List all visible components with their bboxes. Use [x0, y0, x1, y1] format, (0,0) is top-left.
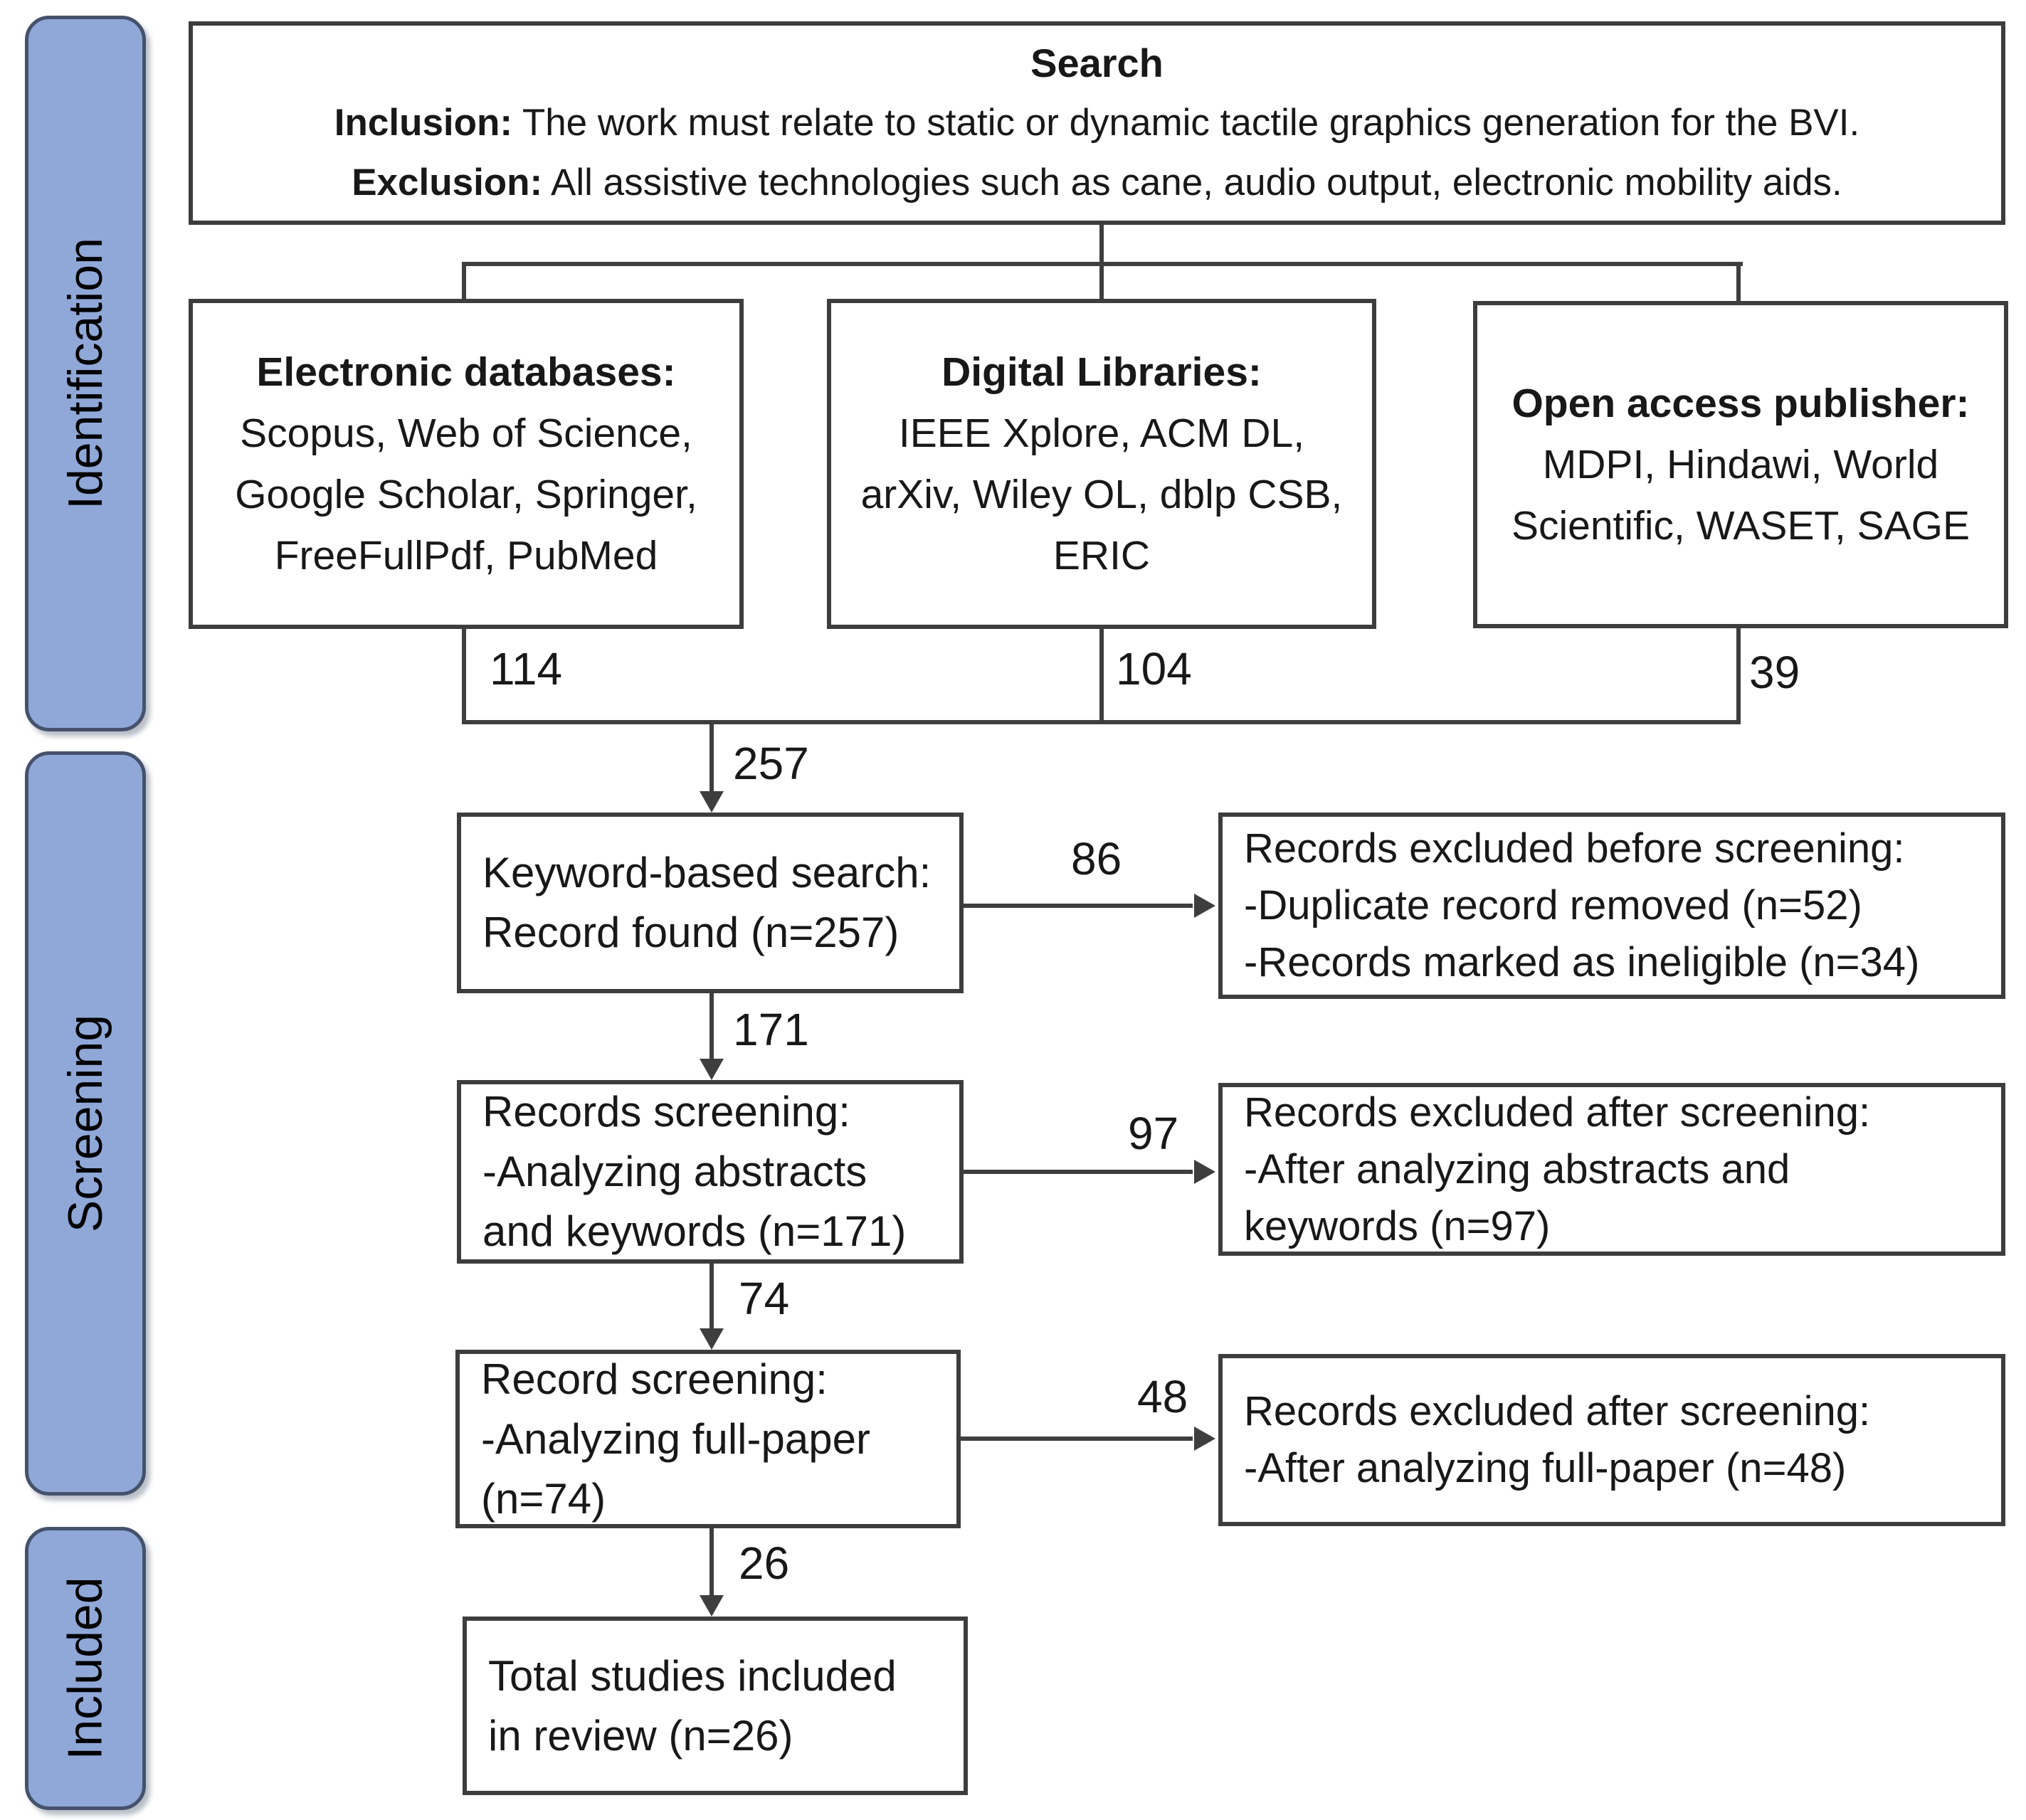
arrowhead-down-icon: [700, 1059, 724, 1080]
box-line: (n=74): [481, 1474, 606, 1523]
source-line: arXiv, Wiley OL, dblp CSB,: [860, 472, 1343, 517]
count-to-included: 26: [739, 1538, 790, 1589]
exclusion-label: Exclusion:: [352, 162, 543, 203]
record-fullpaper-screening-box: Record screening: -Analyzing full-paper …: [455, 1350, 961, 1528]
stage-band-included: Included: [25, 1527, 146, 1810]
connector-out-src1: [1099, 628, 1104, 722]
keyword-search-box: Keyword-based search: Record found (n=25…: [457, 813, 964, 993]
box-line: Records excluded after screening:: [1244, 1089, 1871, 1136]
connector-drop-src2: [1736, 262, 1741, 304]
count-digital-libraries: 104: [1116, 643, 1192, 694]
box-line: Total studies included: [488, 1651, 897, 1700]
connector-excluded-2: [964, 1170, 1193, 1174]
count-to-screening: 171: [733, 1004, 809, 1055]
box-line: -After analyzing abstracts and: [1244, 1146, 1790, 1192]
source-line: FreeFullPdf, PubMed: [274, 533, 658, 578]
arrowhead-down-icon: [700, 1328, 724, 1350]
source-box-digital-libraries: Digital Libraries: IEEE Xplore, ACM DL, …: [827, 299, 1376, 629]
arrowhead-right-icon: [1194, 1427, 1215, 1451]
exclusion-text: All assistive technologies such as cane,…: [542, 162, 1842, 203]
records-screening-box: Records screening: -Analyzing abstracts …: [457, 1080, 964, 1264]
connector-merge-drop: [709, 720, 714, 794]
excluded-before-screening-box: Records excluded before screening: -Dupl…: [1218, 813, 2005, 999]
connector-drop-src0: [462, 262, 466, 302]
box-line: Records excluded after screening:: [1244, 1388, 1871, 1434]
box-line: Keyword-based search:: [482, 849, 932, 896]
source-box-open-access-publisher: Open access publisher: MDPI, Hindawi, Wo…: [1473, 301, 2008, 628]
count-open-access: 39: [1749, 647, 1800, 698]
inclusion-label: Inclusion:: [334, 102, 513, 144]
arrowhead-right-icon: [1194, 894, 1215, 918]
box-line: in review (n=26): [488, 1711, 793, 1760]
connector-to-screening: [709, 993, 714, 1062]
stage-band-identification: Identification: [25, 16, 146, 731]
count-excluded-after-abstracts: 97: [1128, 1108, 1179, 1159]
excluded-after-fullpaper-box: Records excluded after screening: -After…: [1218, 1354, 2005, 1526]
exclusion-line: Exclusion: All assistive technologies su…: [352, 153, 1842, 213]
connector-drop-src1: [1099, 262, 1104, 302]
stage-label-identification: Identification: [58, 238, 112, 509]
box-line: -Duplicate record removed (n=52): [1244, 882, 1862, 928]
connector-to-fullpaper: [709, 1264, 714, 1331]
count-excluded-before-screening: 86: [1071, 833, 1122, 884]
box-line: Record screening:: [481, 1355, 828, 1403]
source-line: Scientific, WASET, SAGE: [1511, 503, 1970, 549]
stage-band-screening: Screening: [25, 751, 146, 1496]
box-line: -Analyzing full-paper: [481, 1414, 870, 1463]
stage-label-included: Included: [58, 1577, 112, 1760]
connector-to-included: [709, 1528, 714, 1598]
box-line: -Analyzing abstracts: [482, 1148, 867, 1195]
arrowhead-down-icon: [700, 791, 724, 813]
box-line: keywords (n=97): [1244, 1202, 1551, 1249]
connector-merge-line: [462, 720, 1741, 724]
source-box-electronic-databases: Electronic databases: Scopus, Web of Sci…: [189, 299, 744, 629]
arrowhead-right-icon: [1194, 1160, 1215, 1184]
box-line: Records screening:: [482, 1088, 850, 1136]
source-line: Google Scholar, Springer,: [235, 472, 697, 517]
source-line: IEEE Xplore, ACM DL,: [898, 411, 1305, 456]
source-title: Digital Libraries:: [941, 349, 1262, 395]
count-electronic-databases: 114: [490, 643, 563, 694]
excluded-after-abstracts-box: Records excluded after screening: -After…: [1218, 1083, 2005, 1256]
box-line: -After analyzing full-paper (n=48): [1244, 1445, 1847, 1491]
count-to-fullpaper: 74: [739, 1273, 790, 1324]
inclusion-line: Inclusion: The work must relate to stati…: [334, 93, 1859, 153]
box-line: Record found (n=257): [482, 909, 899, 956]
count-merged: 257: [733, 738, 809, 789]
box-line: and keywords (n=171): [482, 1207, 907, 1255]
source-line: Scopus, Web of Science,: [240, 411, 692, 456]
search-title: Search: [1030, 41, 1164, 85]
connector-excluded-3: [961, 1437, 1193, 1441]
inclusion-text: The work must relate to static or dynami…: [512, 102, 1860, 144]
total-included-box: Total studies included in review (n=26): [463, 1617, 968, 1795]
connector-out-src2: [1736, 627, 1741, 722]
search-criteria-box: Search Inclusion: The work must relate t…: [189, 21, 2005, 225]
source-title: Electronic databases:: [256, 349, 676, 395]
count-excluded-after-fullpaper: 48: [1137, 1371, 1188, 1422]
source-line: MDPI, Hindawi, World: [1542, 442, 1939, 487]
source-title: Open access publisher:: [1511, 381, 1970, 426]
box-line: Records excluded before screening:: [1244, 825, 1905, 872]
connector-excluded-1: [964, 904, 1193, 908]
stage-label-screening: Screening: [58, 1014, 113, 1233]
arrowhead-down-icon: [700, 1595, 724, 1617]
connector-out-src0: [462, 628, 466, 722]
connector-search-stub: [1099, 225, 1104, 264]
source-line: ERIC: [1052, 533, 1151, 578]
box-line: -Records marked as ineligible (n=34): [1244, 939, 1920, 985]
